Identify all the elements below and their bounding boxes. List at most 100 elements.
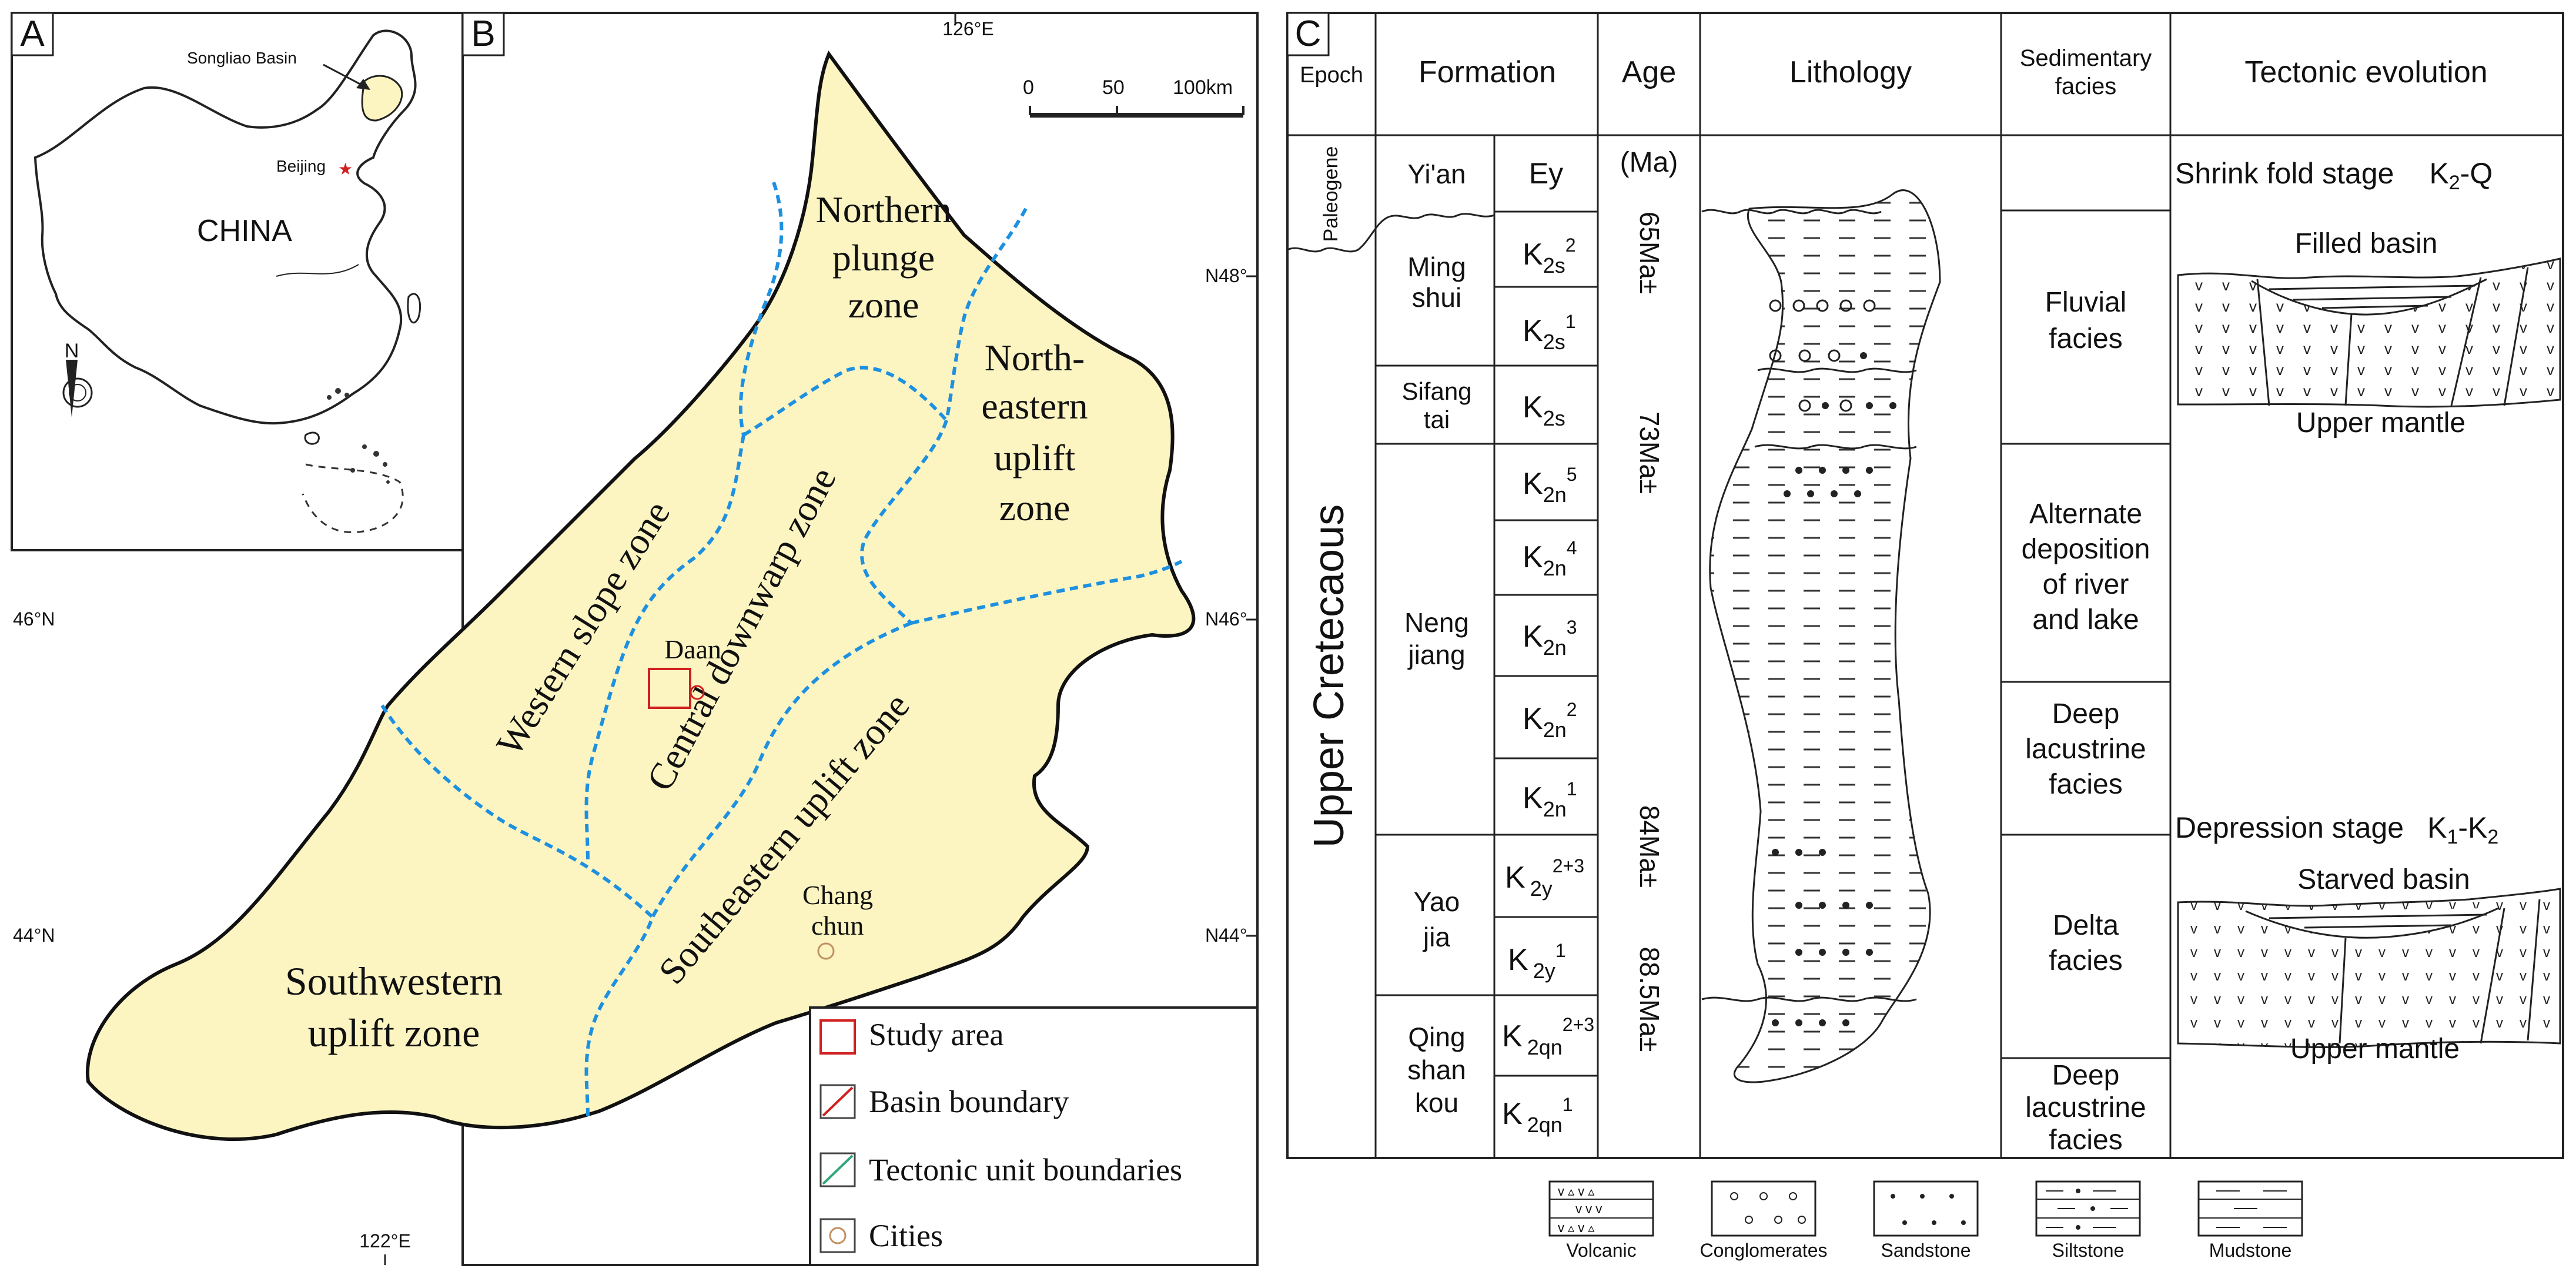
header-sedimentary-facies-2: facies [2055, 73, 2117, 99]
formation-yaojia-1: Yao [1414, 886, 1460, 917]
svg-text:Tectonic unit boundaries: Tectonic unit boundaries [869, 1152, 1182, 1187]
svg-text:Mudstone: Mudstone [2209, 1240, 2292, 1261]
changchun-city-icon [817, 942, 835, 960]
age-65ma: 65Ma± [1634, 212, 1665, 294]
formation-mingshui-2: shui [1412, 282, 1461, 313]
epoch-paleogene: Paleogene [1320, 146, 1342, 242]
beijing-star-icon: ★ [338, 159, 353, 179]
china-outline [34, 29, 417, 425]
northeastern-uplift-zone-line4: zone [999, 487, 1070, 528]
starved-basin-cross-section [2177, 888, 2561, 1048]
age-88-5ma: 88.5Ma± [1634, 947, 1665, 1052]
svg-text:K2n5: K2n5 [1523, 464, 1577, 507]
arrow-head [356, 79, 370, 90]
svg-text:Volcanic: Volcanic [1566, 1240, 1636, 1261]
changchun-label-line2: chun [811, 911, 864, 941]
svg-text:K2s: K2s [1523, 390, 1565, 430]
age-73ma: 73Ma± [1634, 411, 1665, 494]
facies-deep-lacustrine2-3: facies [2049, 1125, 2122, 1156]
svg-text:v ▵ v ▵: v ▵ v ▵ [1558, 1220, 1594, 1235]
lithology-legend: v ▵ v ▵ v v v v ▵ v ▵ Volcanic Conglomer… [1548, 1180, 2303, 1261]
tectonic-starved-basin: Starved basin [2297, 864, 2470, 895]
northern-plunge-zone-line3: zone [848, 284, 919, 326]
taiwan-island [407, 293, 421, 324]
facies-fluvial-2: facies [2049, 323, 2122, 354]
lat-n48-label: N48° [1205, 265, 1247, 286]
china-label: CHINA [197, 214, 292, 248]
formation-mingshui-1: Ming [1407, 252, 1466, 282]
svg-text:100km: 100km [1173, 76, 1233, 99]
svg-text:K2n4: K2n4 [1523, 537, 1577, 580]
panel-a-inset-map: A Songliao Basin Beijing ★ CHINA N [11, 12, 464, 551]
formation-qingshankou-3: kou [1415, 1087, 1458, 1118]
daan-city-icon [690, 685, 705, 700]
formation-qingshankou-1: Qing [1408, 1022, 1465, 1052]
header-epoch: Epoch [1300, 63, 1363, 88]
header-age: Age [1622, 55, 1677, 89]
header-formation: Formation [1419, 55, 1556, 89]
svg-text:Cities: Cities [869, 1218, 943, 1253]
svg-text:K2s1: K2s1 [1523, 311, 1576, 354]
changchun-label-line1: Chang [802, 880, 873, 910]
facies-alternate-1: Alternate [2029, 498, 2142, 530]
province-line [276, 264, 359, 277]
lat-n46-right-label: N46° [1205, 608, 1247, 630]
formation-qingshankou-2: shan [1407, 1055, 1466, 1085]
formation-yaojia-2: jia [1422, 922, 1450, 952]
svg-text:Study area: Study area [869, 1017, 1003, 1052]
svg-text:N: N [65, 340, 79, 362]
nine-dash-line [302, 463, 404, 534]
tectonic-unit-boundaries [380, 182, 1183, 1117]
northern-plunge-zone-line2: plunge [832, 237, 935, 279]
island-dots [327, 388, 390, 484]
facies-deep-lacustrine-1: Deep [2052, 698, 2120, 729]
facies-deep-lacustrine2-2: lacustrine [2025, 1092, 2146, 1123]
svg-text:K2s2: K2s2 [1523, 235, 1576, 277]
facies-deep-lacustrine-3: facies [2049, 769, 2122, 800]
tectonic-filled-basin: Filled basin [2295, 228, 2438, 259]
facies-fluvial-1: Fluvial [2045, 287, 2127, 318]
formation-yian: Yi'an [1407, 159, 1466, 189]
header-tectonic-evolution: Tectonic evolution [2244, 55, 2487, 89]
facies-deep-lacustrine-2: lacustrine [2025, 734, 2146, 765]
age-unit: (Ma) [1620, 147, 1678, 178]
svg-text:Ey: Ey [1529, 157, 1563, 190]
epoch-boundary-wave [1287, 213, 1495, 253]
songliao-basin-inset [361, 75, 403, 122]
southwestern-uplift-zone-line2: uplift zone [308, 1010, 480, 1055]
svg-text:v ▵ v ▵: v ▵ v ▵ [1558, 1184, 1594, 1199]
study-area-box [648, 668, 691, 709]
age-84ma: 84Ma± [1634, 805, 1665, 888]
formation-nengjiang-1: Neng [1404, 607, 1469, 638]
header-lithology: Lithology [1789, 55, 1912, 89]
formation-sifangtai-1: Sifang [1401, 377, 1471, 405]
svg-text:K2n2: K2n2 [1523, 699, 1577, 742]
svg-text:v v v: v v v [1575, 1202, 1602, 1216]
tectonic-upper-mantle-1: Upper mantle [2296, 407, 2465, 439]
lon-126-label: 126°E [942, 18, 994, 39]
panel-c-stratigraphy: C Epoch Formation Age Lithology Sediment… [1286, 12, 2564, 1261]
lon-122-label: 122°E [359, 1230, 411, 1251]
panel-b-basin-map: B 126°E 122°E N48° 46°N N46° 44°N N44° 0… [13, 12, 1259, 1266]
panel-b-label: B [471, 14, 495, 54]
formation-sifangtai-2: tai [1424, 406, 1450, 433]
panel-b-legend: Study area Basin boundary Tectonic unit … [809, 1006, 1259, 1266]
daan-label: Daan [664, 634, 721, 664]
panel-c-label: C [1295, 14, 1322, 54]
songliao-basin-label: Songliao Basin [187, 49, 297, 67]
northern-plunge-zone-line1: Northern [815, 189, 951, 230]
northeastern-uplift-zone-line2: eastern [981, 385, 1088, 427]
member-codes: Ey K2s2 K2s1 K2s K2n5 K2n4 K2n3 K2n2 K2n… [1502, 157, 1594, 1137]
panel-a-label: A [20, 14, 45, 54]
basin-pointer-arrow [323, 63, 366, 88]
lat-46n-left-label: 46°N [13, 608, 55, 630]
svg-text:Sandstone: Sandstone [1881, 1240, 1971, 1261]
svg-text:K2n1: K2n1 [1523, 778, 1577, 821]
north-arrow-icon: N [62, 340, 93, 417]
hainan-island [304, 431, 320, 445]
